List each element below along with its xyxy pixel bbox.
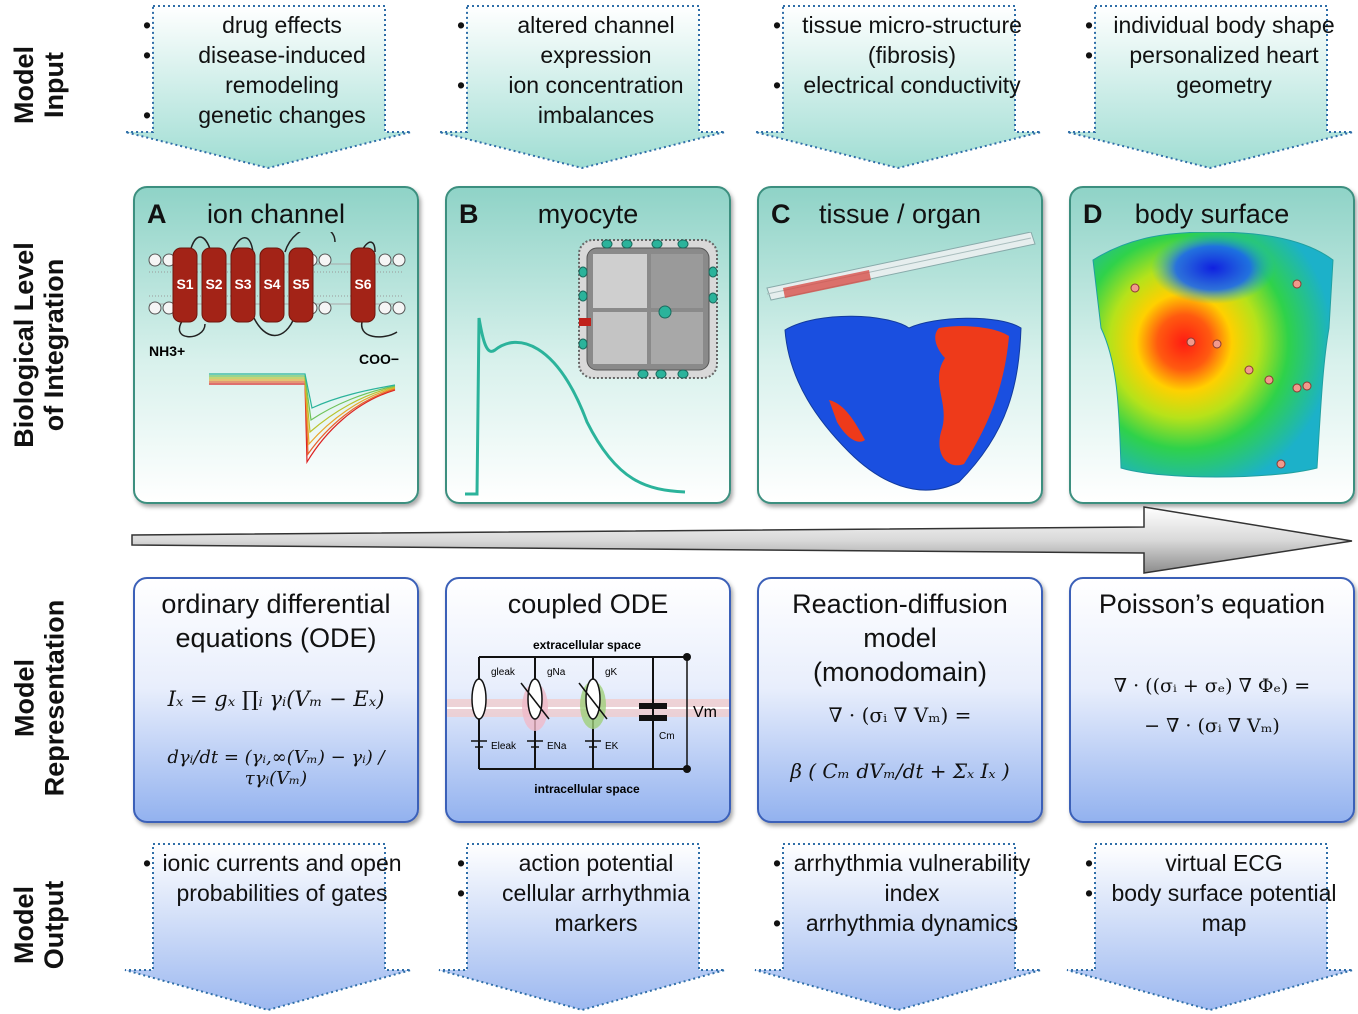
segment-label-s1: S1 <box>176 276 193 292</box>
input-item: disease-induced remodeling <box>143 40 407 100</box>
output-item: arrhythmia vulnerability index <box>773 848 1037 908</box>
vm-label: Vm <box>693 704 717 721</box>
segment-label-s3: S3 <box>234 276 251 292</box>
input-item: tissue micro-structure (fibrosis) <box>773 10 1037 70</box>
input-item: electrical conductivity <box>773 70 1037 100</box>
input-arrow-myocyte: altered channel expression ion concentra… <box>437 4 727 170</box>
ode-gating-equation: dγᵢ/dt = (γᵢ,∞(Vₘ) − γᵢ) / τγᵢ(Vₘ) <box>167 747 385 789</box>
segment-label-s6: S6 <box>354 276 371 292</box>
rep-ode: ordinary differential equations (ODE) Iₓ … <box>133 577 419 823</box>
input-item: individual body shape <box>1085 10 1349 40</box>
body-surface-map <box>1092 232 1334 478</box>
output-arrow-body: virtual ECG body surface potential map <box>1065 842 1355 1012</box>
rep-coupled-ode: coupled ODE extracellular space intracel… <box>445 577 731 823</box>
segment-label-s4: S4 <box>263 276 280 292</box>
input-list-myocyte: altered channel expression ion concentra… <box>437 10 727 130</box>
rep-title: coupled ODE <box>507 589 669 619</box>
nh3-label: NH3+ <box>149 343 185 359</box>
intracellular-label: intracellular space <box>534 782 640 796</box>
input-list-tissue: tissue micro-structure (fibrosis) electr… <box>753 10 1043 100</box>
gk-label: gK <box>605 667 618 678</box>
tissue-organ-illustration <box>766 232 1036 491</box>
output-item: body surface potential map <box>1085 878 1349 938</box>
output-item: action potential <box>457 848 721 878</box>
panel-title: myocyte <box>537 199 639 229</box>
input-item: altered channel expression <box>457 10 721 70</box>
gleak-label: gleak <box>491 667 516 678</box>
rep-title: equations (ODE) <box>175 623 377 653</box>
output-list-tissue: arrhythmia vulnerability index arrhythmi… <box>753 848 1043 938</box>
rep-title: ordinary differential <box>161 589 391 619</box>
output-arrow-tissue: arrhythmia vulnerability index arrhythmi… <box>753 842 1043 1012</box>
ode-current-equation: Iₓ = gₓ ∏ᵢ γᵢ(Vₘ − Eₓ) <box>167 687 385 711</box>
input-arrow-ion-channel: drug effects disease-induced remodeling … <box>123 4 413 170</box>
input-list-body: individual body shape personalized heart… <box>1065 10 1355 100</box>
input-item: ion concentration imbalances <box>457 70 721 130</box>
rep-title: (monodomain) <box>812 657 988 687</box>
electrode-markers <box>1130 279 1312 469</box>
input-list-ion-channel: drug effects disease-induced remodeling … <box>123 10 413 130</box>
cm-label: Cm <box>659 731 675 742</box>
segment-label-s2: S2 <box>205 276 222 292</box>
input-item: personalized heart geometry <box>1085 40 1349 100</box>
ion-channel-illustration: S1 S2 S3 S4 S5 S6 NH3+ COO− <box>148 232 406 465</box>
rep-reaction-diffusion: Reaction-diffusion model (monodomain) ∇ … <box>757 577 1043 823</box>
output-item: ionic currents and open probabilities of… <box>143 848 407 908</box>
panel-title: body surface <box>1134 199 1290 229</box>
panel-title: ion channel <box>206 199 346 229</box>
action-potential-trace <box>465 317 686 496</box>
output-list-ion-channel: ionic currents and open probabilities of… <box>123 848 413 908</box>
output-item: virtual ECG <box>1085 848 1349 878</box>
input-arrow-tissue: tissue micro-structure (fibrosis) electr… <box>753 4 1043 170</box>
panel-title: tissue / organ <box>818 199 982 229</box>
panel-letter: D <box>1083 199 1103 229</box>
monodomain-equation-lhs: ∇ · (σᵢ ∇ Vₘ) = <box>828 703 972 727</box>
cell-diagram <box>578 239 718 379</box>
panel-letter: B <box>459 199 479 229</box>
output-arrow-ion-channel: ionic currents and open probabilities of… <box>123 842 413 1012</box>
fiber-strand <box>766 232 1036 301</box>
heart-model <box>784 315 1022 491</box>
output-arrow-myocyte: action potential cellular arrhythmia mar… <box>437 842 727 1012</box>
rep-poisson: Poisson’s equation ∇ · ((σᵢ + σₑ) ∇ Φₑ) … <box>1069 577 1355 823</box>
rep-title: Reaction-diffusion <box>792 589 1008 619</box>
rep-title: Poisson’s equation <box>1098 589 1326 619</box>
monodomain-equation-rhs: β ( Cₘ dVₘ/dt + Σₓ Iₓ ) <box>790 759 1010 783</box>
input-item: drug effects <box>143 10 407 40</box>
current-traces <box>209 373 396 465</box>
poisson-equation-lhs: ∇ · ((σᵢ + σₑ) ∇ Φₑ) = <box>1113 675 1311 697</box>
extracellular-label: extracellular space <box>533 638 641 652</box>
output-item: cellular arrhythmia markers <box>457 878 721 938</box>
gna-label: gNa <box>547 667 566 678</box>
segment-label-s5: S5 <box>292 276 309 292</box>
lipid-bilayer <box>148 253 406 315</box>
rep-title: model <box>863 623 937 653</box>
output-list-myocyte: action potential cellular arrhythmia mar… <box>437 848 727 938</box>
output-item: arrhythmia dynamics <box>773 908 1037 938</box>
panel-letter: C <box>771 199 791 229</box>
poisson-equation-rhs: − ∇ · (σᵢ ∇ Vₘ) <box>1144 715 1280 737</box>
ek-label: EK <box>605 741 619 752</box>
coo-label: COO− <box>359 351 399 367</box>
myocyte-illustration <box>465 239 718 496</box>
ena-label: ENa <box>547 741 567 752</box>
eleak-label: Eleak <box>491 741 517 752</box>
input-arrow-body: individual body shape personalized heart… <box>1065 4 1355 170</box>
integration-arrow <box>131 506 1353 574</box>
output-list-body: virtual ECG body surface potential map <box>1065 848 1355 938</box>
panel-letter: A <box>147 199 167 229</box>
equivalent-circuit: extracellular space intracellular space <box>447 638 729 796</box>
input-item: genetic changes <box>143 100 407 130</box>
